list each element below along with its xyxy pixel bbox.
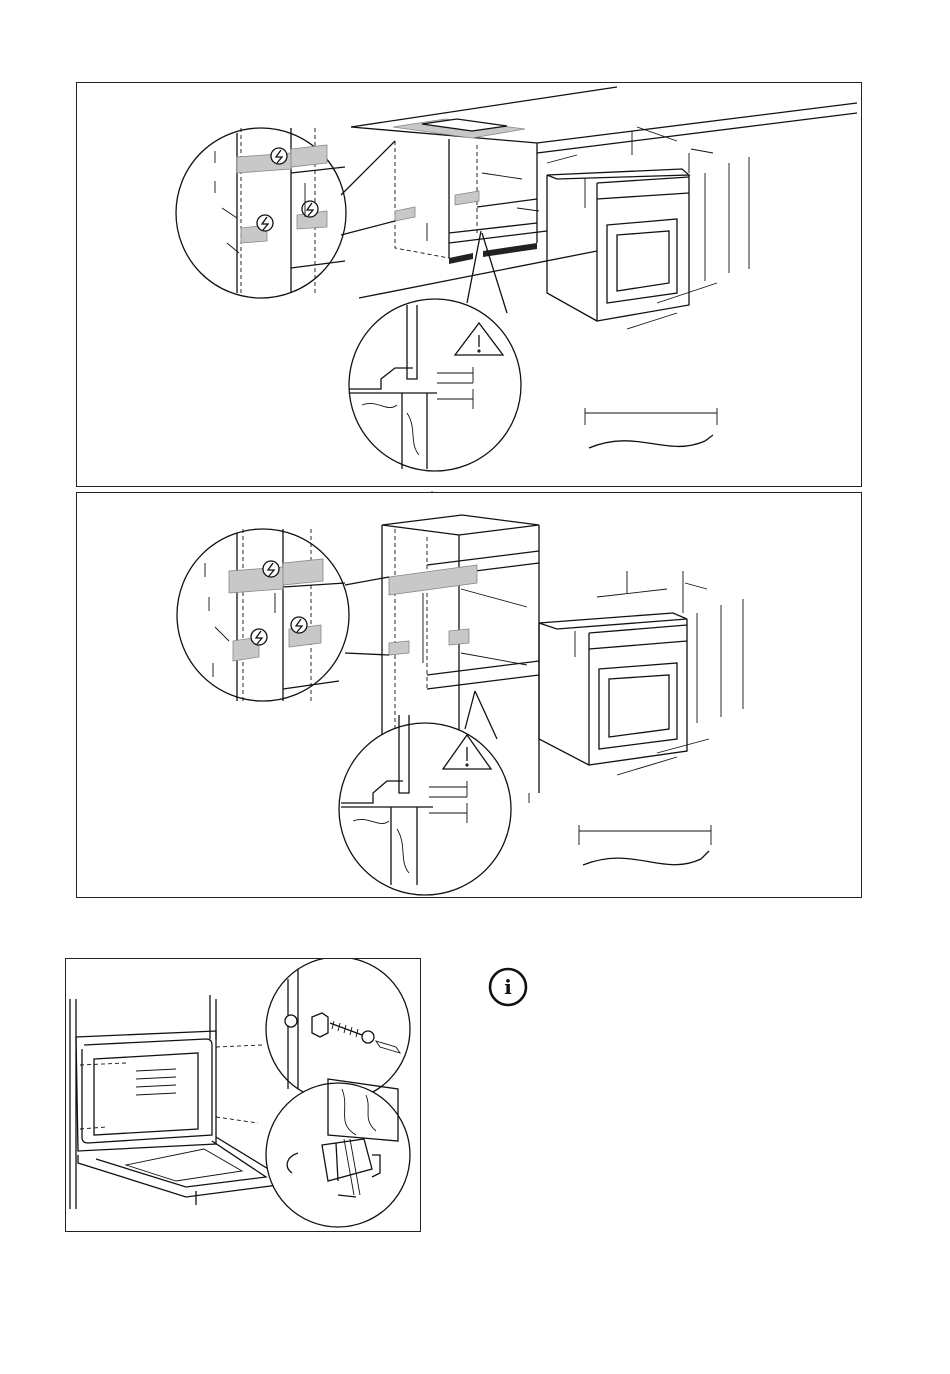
electric-warning-icon — [251, 629, 267, 645]
installation-figure-column — [76, 492, 862, 898]
electric-warning-icon — [271, 148, 287, 164]
detail-magnifier-floor-gap — [339, 691, 511, 895]
oven-body — [547, 169, 689, 321]
bracket-detail — [266, 1079, 410, 1227]
fixing-drawing — [66, 959, 422, 1233]
installation-figure-under-counter — [76, 82, 862, 487]
oven-open-door — [70, 995, 278, 1209]
oven-body — [539, 613, 687, 765]
detail-magnifier-cabinet — [177, 529, 389, 701]
electric-warning-icon — [291, 617, 307, 633]
under-counter-drawing — [77, 83, 863, 488]
power-cable-icon — [585, 408, 717, 448]
electric-warning-icon — [263, 561, 279, 577]
cabinet — [395, 139, 547, 264]
hole-icon — [285, 1015, 297, 1027]
info-icon: i — [487, 966, 529, 1008]
column-drawing — [77, 493, 863, 899]
electric-warning-icon — [302, 201, 318, 217]
electric-warning-icon — [257, 215, 273, 231]
dimension-lines — [547, 127, 749, 329]
screw-detail — [266, 959, 410, 1101]
detail-magnifier-cabinet — [176, 128, 395, 298]
installation-figure-fixing — [65, 958, 421, 1232]
worktop — [351, 87, 857, 153]
dimension-lines — [575, 571, 743, 775]
power-cable-icon — [579, 825, 711, 865]
detail-magnifier-floor-gap — [349, 231, 521, 471]
info-symbol: i — [504, 975, 512, 999]
